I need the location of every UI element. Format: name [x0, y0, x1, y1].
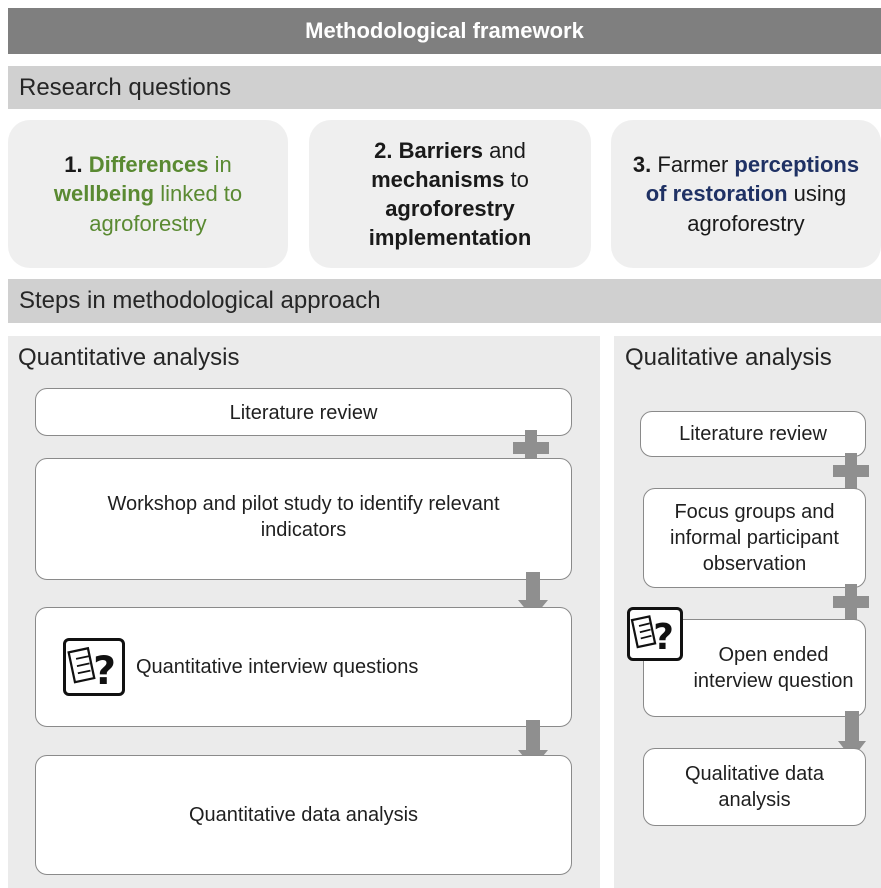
q1-text-linked: linked to [154, 181, 243, 207]
q2-implementation: implementation [368, 225, 532, 251]
questionnaire-icon: ? [627, 607, 683, 661]
q2-agroforestry: agroforestry [385, 196, 515, 221]
q2-text-and: and [483, 137, 526, 163]
q2-mechanisms: mechanisms [371, 166, 505, 192]
qual-step-3-label: Open ended interview question [693, 644, 854, 692]
svg-text:?: ? [93, 648, 116, 694]
qual-focus-groups: Focus groups and informal participant ob… [643, 488, 866, 588]
q2-number: 2. [374, 137, 393, 163]
diagram-title: Methodological framework [8, 8, 881, 54]
svg-text:?: ? [653, 617, 674, 658]
q1-number: 1. [64, 152, 83, 178]
steps-heading: Steps in methodological approach [8, 279, 881, 323]
q2-text-to: to [504, 166, 529, 192]
plus-icon [513, 430, 549, 466]
quant-workshop-pilot: Workshop and pilot study to identify rel… [35, 458, 572, 580]
quant-literature-review: Literature review [35, 388, 572, 436]
q1-differences: Differences [88, 152, 209, 178]
quant-step-4-label: Quantitative data analysis [188, 804, 419, 826]
research-question-2: 2. Barriers and mechanisms to agroforest… [309, 120, 591, 268]
questionnaire-icon: ? [63, 638, 125, 696]
q3-text-agroforestry: agroforestry [687, 210, 805, 236]
qual-data-analysis: Qualitative data analysis [643, 748, 866, 826]
q1-wellbeing: wellbeing [53, 181, 155, 207]
q1-text-agroforestry: agroforestry [89, 210, 207, 236]
quant-step-2-label: Workshop and pilot study to identify rel… [107, 493, 500, 541]
q3-of-restoration: of restoration [645, 181, 788, 207]
q3-perceptions: perceptions [734, 152, 860, 178]
qual-step-2-label: Focus groups and informal participant ob… [670, 501, 839, 575]
quant-step-3-label: Quantitative interview questions [136, 656, 419, 678]
research-question-3: 3. Farmer perceptions of restoration usi… [611, 120, 881, 268]
quant-step-1-label: Literature review [229, 402, 378, 424]
qual-literature-review: Literature review [640, 411, 866, 457]
qual-step-1-label: Literature review [679, 423, 827, 445]
qualitative-heading: Qualitative analysis [625, 344, 832, 371]
research-question-1: 1. Differences in wellbeing linked to ag… [8, 120, 288, 268]
q3-number: 3. [632, 152, 652, 178]
plus-icon [833, 584, 869, 620]
q3-text-farmer: Farmer [651, 152, 735, 178]
quant-data-analysis: Quantitative data analysis [35, 755, 572, 875]
q2-barriers: Barriers [398, 137, 484, 163]
quantitative-heading: Quantitative analysis [18, 344, 240, 371]
q1-text-in: in [208, 152, 232, 178]
q3-text-using: using [787, 181, 847, 207]
research-questions-heading: Research questions [8, 66, 881, 109]
qual-step-4-label: Qualitative data analysis [685, 763, 824, 811]
plus-icon [833, 453, 869, 489]
